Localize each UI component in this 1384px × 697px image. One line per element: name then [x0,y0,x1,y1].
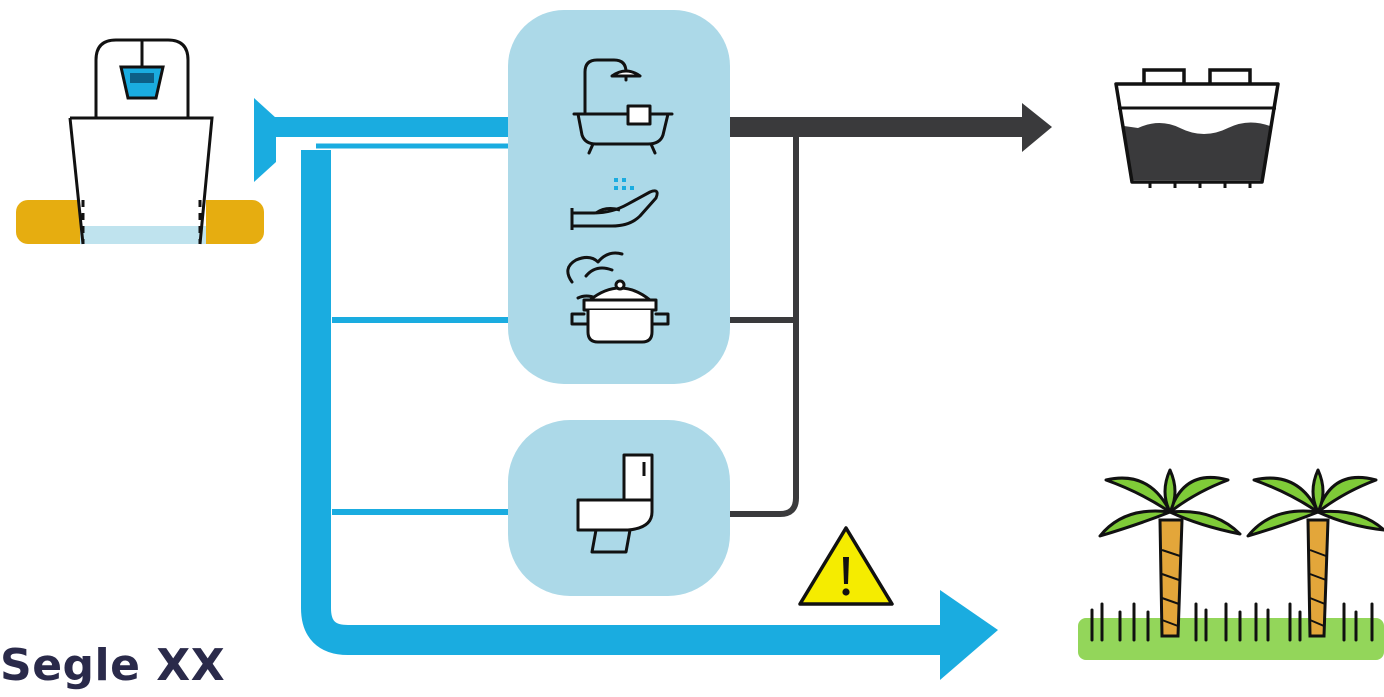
era-caption: Segle XX [0,640,226,691]
clean-water-pipes [254,98,998,680]
well-icon [16,38,264,245]
bathtub-shower-icon [572,58,674,155]
cooking-pot-icon [566,251,670,344]
toilet-icon [576,453,654,554]
palm-trees-irrigation-icon [1078,468,1384,660]
grey-water-pipes [724,103,1052,517]
household-fixtures-panel [508,10,730,384]
warning-icon [798,526,894,606]
hand-washing-icon [570,178,659,230]
septic-tank-icon [1114,68,1280,188]
